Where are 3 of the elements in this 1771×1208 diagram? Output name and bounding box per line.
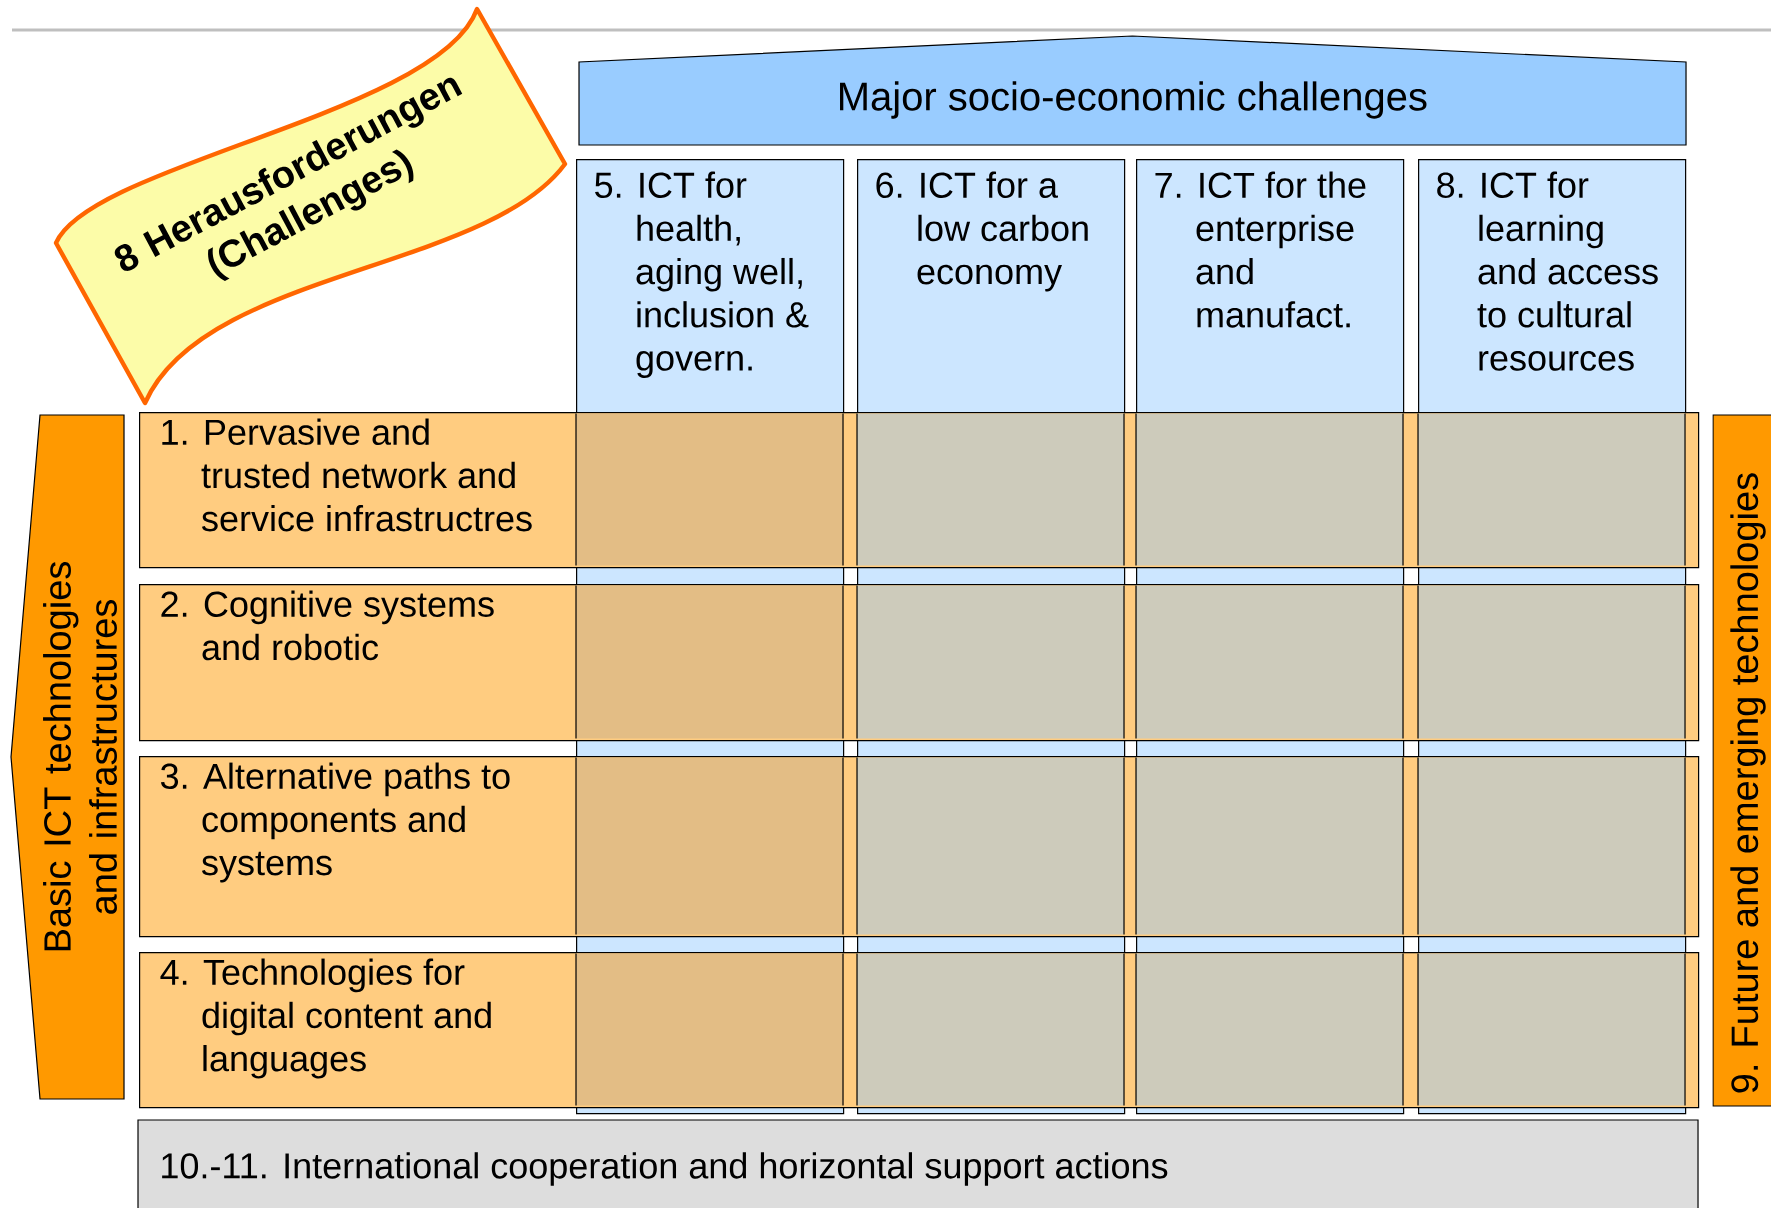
header-banner: Major socio-economic challenges — [578, 35, 1687, 146]
bottom-band: 10.-11. International cooperation and horizontal support actions — [137, 1119, 1699, 1208]
side-band: 9. Future and emerging technologies — [1712, 414, 1771, 1107]
